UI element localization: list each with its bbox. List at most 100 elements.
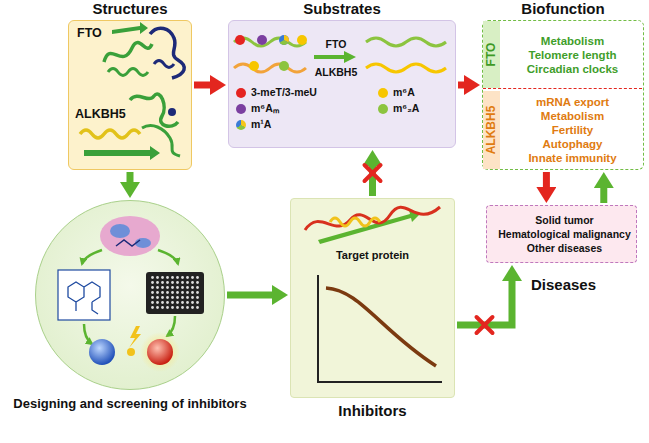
fto-structure-ribbon [112,22,148,34]
screening-illustration [129,326,141,348]
blocked-mark [365,165,381,181]
flow-arrow [194,82,212,89]
legend-swatch [378,88,388,98]
target-protein-ribbon [318,210,420,244]
target-protein-ribbon [305,207,440,244]
legend-text: m⁶₂A [393,102,419,115]
rna-strands [314,55,346,59]
enzyme-tab: ALKBH5 [483,91,500,169]
fto-structure-ribbon [104,22,184,78]
rna-strands [344,51,356,63]
function-item: mRNA export [536,95,609,109]
biofunction-panel: BiofunctionFTOMetabolismTelomere lengthC… [482,20,644,170]
rna-strands [235,35,245,45]
fto-structure-ribbon [108,69,148,76]
legend-text: m⁶Aₘ [251,102,279,115]
panel-heading: Designing and screening of inhibitors [0,396,264,412]
disease-item: Other diseases [527,241,602,255]
function-item: Autophagy [542,137,602,151]
flow-arrow [543,172,550,189]
disease-box: DiseasesSolid tumorHematological maligna… [486,205,637,263]
screening-illustration [147,339,173,365]
rna-strands [279,35,289,45]
legend-text: m⁶A [393,86,415,99]
fto-structure-ribbon [150,28,184,78]
blocked-mark [477,317,493,333]
legend-text: 3-meT/3-meU [251,86,317,99]
screening-illustration [100,216,160,256]
screening-illustration [82,250,102,264]
rna-strands [249,61,259,71]
enzyme-label: FTO [311,38,361,50]
legend-entry: m⁶Aₘ [236,102,279,115]
inhibition-plot [318,275,442,382]
alkbh5-structure-ribbon [80,94,180,160]
screening-illustration [158,250,178,264]
flow-arrow [457,279,512,325]
rna-strands [366,38,446,46]
alkbh5-function-section: ALKBH5 mRNA exportMetabolismFertilityAuto… [483,91,642,169]
target-protein-ribbon [305,207,440,230]
flow-arrow [600,186,607,203]
screening-illustration [167,316,175,336]
blocked-mark [477,317,493,333]
screening-illustration [58,270,110,320]
function-item: Metabolism [541,109,604,123]
legend-entry: 3-meT/3-meU [236,86,317,99]
disease-item: Hematological malignancy [498,227,630,241]
fto-structure-ribbon [154,61,174,68]
inhibition-plot [326,288,436,366]
screening-illustration [116,240,140,246]
alkbh5-structure-ribbon [168,108,176,116]
rna-strands [280,40,289,45]
rna-strands [234,64,306,72]
panel-heading: Inhibitors [261,402,484,420]
disease-item: Solid tumor [535,213,593,227]
screening-illustration [58,216,204,372]
legend-entry: m⁶₂A [378,102,419,115]
flow-arrow [227,292,274,299]
screening-illustration [110,224,130,238]
protein-label: FTO [77,26,102,41]
flow-arrow [458,82,466,89]
alkbh5-structure-ribbon [130,94,178,126]
screening-illustration [84,324,92,344]
panel-heading: Substrates [199,0,485,18]
screening-illustration [68,282,100,314]
legend-swatch [378,104,388,114]
rna-strands [366,64,446,72]
blocked-mark [365,165,381,181]
function-item: Innate immunity [528,151,616,165]
screening-illustration [127,348,135,356]
function-item: Metabolism [541,34,604,48]
enzyme-label: ALKBH5 [311,66,361,78]
panel-heading: Structures [39,0,221,18]
alkbh5-structure-ribbon [80,130,140,138]
rna-strands [257,35,267,45]
legend-swatch [236,88,246,98]
protein-label: ALKBH5 [75,107,126,122]
panel-heading: Biofunction [453,0,649,18]
panel-heading: Diseases [531,276,596,294]
function-item: Fertility [552,123,594,137]
fto-structure-ribbon [104,43,152,62]
screening-illustration [89,339,115,365]
rna-strands [279,61,289,71]
screening-illustration [149,275,201,311]
function-item: Telomere length [529,48,617,62]
legend-swatch [236,104,246,114]
target-label: Target protein [291,249,454,262]
screening-illustration [140,332,180,372]
target-protein-ribbon [330,218,380,226]
fto-function-section: FTO MetabolismTelomere lengthCircadian cl… [483,21,642,89]
rna-strands [234,35,446,72]
legend-entry: m¹A [236,118,271,131]
function-item: Circadian clocks [527,62,618,76]
alkbh5-structure-ribbon [84,146,160,160]
screening-illustration [135,238,151,248]
legend-text: m¹A [251,118,271,131]
inhibition-plot [318,275,442,382]
rna-strands [297,35,307,45]
enzyme-tab: FTO [483,21,500,88]
